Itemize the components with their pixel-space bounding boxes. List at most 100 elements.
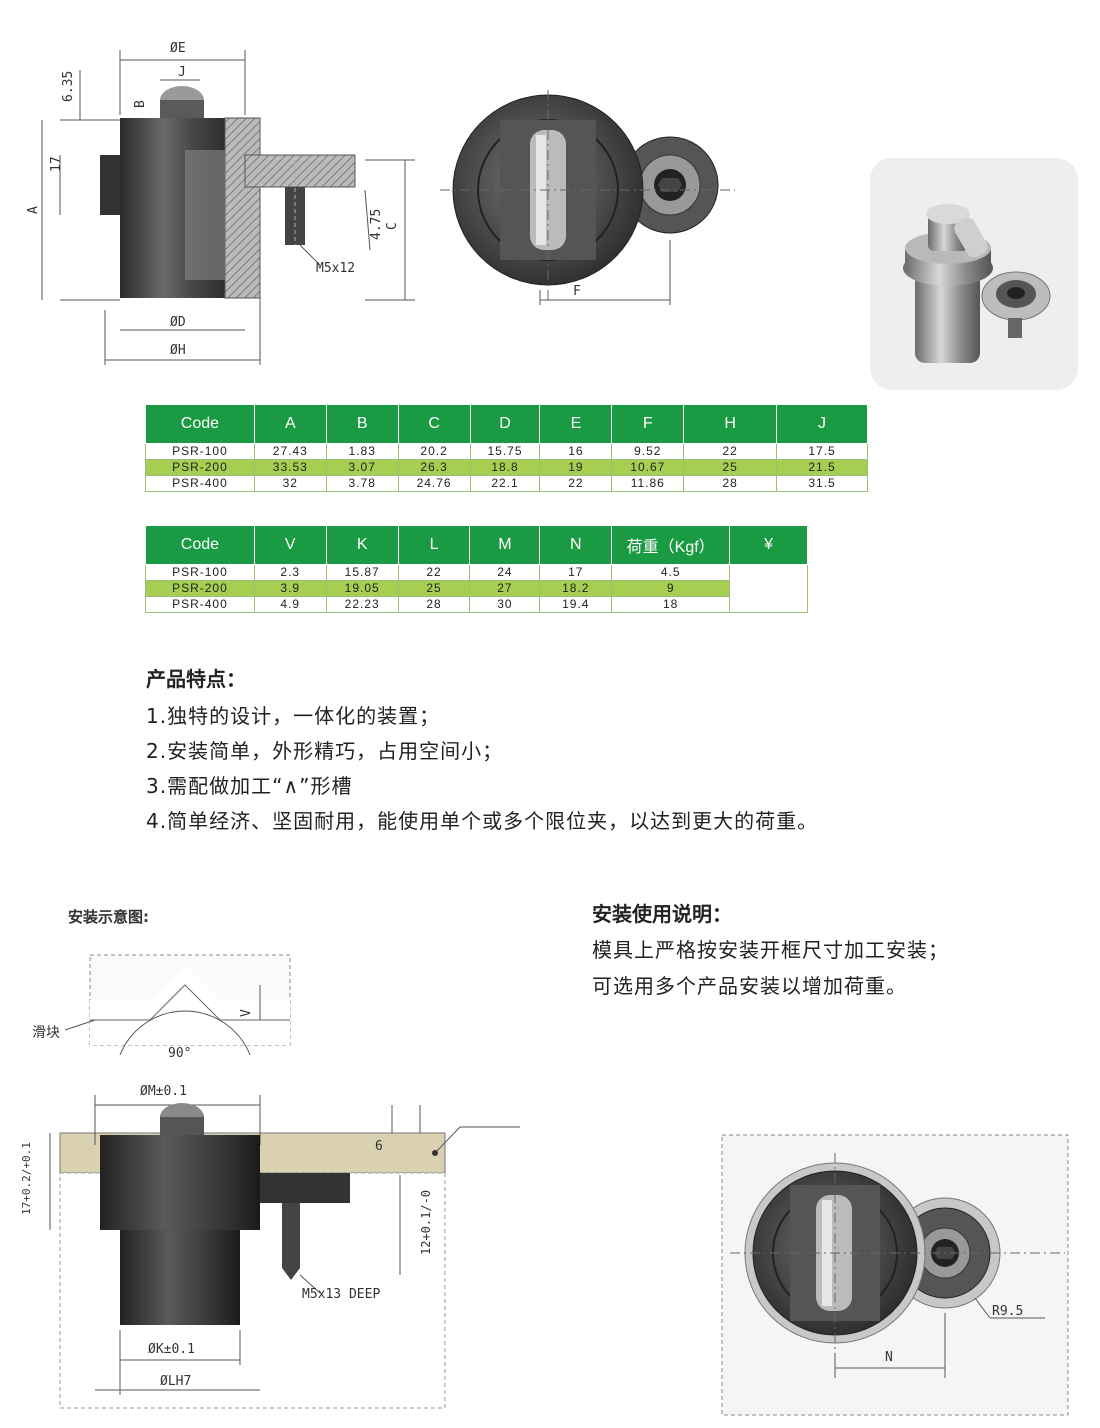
- k-label: ØK±0.1: [148, 1342, 195, 1357]
- table-cell: PSR-400: [145, 475, 255, 492]
- table-cell: 3.9: [253, 580, 327, 597]
- table-cell: 2.3: [253, 564, 327, 581]
- table-cell: 17: [539, 564, 613, 581]
- table-cell: 30: [469, 596, 541, 613]
- table2-header: L: [397, 525, 471, 565]
- feature-item: 1.独特的设计，一体化的装置；: [146, 704, 441, 728]
- table-cell: 21.5: [776, 459, 868, 476]
- top-view-drawing: F: [440, 90, 735, 305]
- table1-header: E: [539, 404, 613, 444]
- table-cell: PSR-100: [145, 564, 255, 581]
- table2-header: M: [469, 525, 541, 565]
- v-label: V: [239, 1009, 254, 1017]
- feature-item: 2.安装简单，外形精巧，占用空间小；: [146, 739, 504, 763]
- table1-header: J: [776, 404, 868, 444]
- table-cell: PSR-200: [145, 580, 255, 597]
- table-cell: 9: [611, 580, 731, 597]
- table-cell: PSR-100: [145, 443, 255, 460]
- dim-475: 4.75: [369, 209, 384, 240]
- table-cell: 28: [683, 475, 778, 492]
- table-cell: 18.8: [469, 459, 541, 476]
- schematic-title: 安装示意图:: [68, 908, 149, 926]
- h17-label: 17+0.2/+0.1: [20, 1142, 33, 1215]
- table-cell: 9.52: [611, 443, 685, 460]
- table-cell: 19: [539, 459, 613, 476]
- dim-E: ØE: [170, 41, 186, 56]
- m5-label: M5x13 DEEP: [302, 1287, 380, 1302]
- table-row: PSR-400 4.9 22.23 28 30 19.4 18: [145, 596, 808, 613]
- table-cell: 24.76: [397, 475, 471, 492]
- dim-17: 17: [49, 156, 64, 172]
- table2-header: ¥: [729, 525, 808, 565]
- table-cell: 22: [539, 475, 613, 492]
- table-cell: 22: [397, 564, 471, 581]
- table2-header: 荷重（Kgf）: [611, 525, 731, 565]
- table1-header: Code: [145, 404, 255, 444]
- table1-header: B: [325, 404, 399, 444]
- table-cell: 1.83: [325, 443, 399, 460]
- table-cell: 17.5: [776, 443, 868, 460]
- table1-header-row: Code A B C D E F H J: [145, 404, 868, 444]
- table-cell: PSR-200: [145, 459, 255, 476]
- dim-A: A: [26, 206, 41, 214]
- table-cell: 28: [397, 596, 471, 613]
- table-cell: 27.43: [253, 443, 327, 460]
- dim-B: B: [133, 100, 148, 108]
- table2-header: V: [253, 525, 327, 565]
- table1-header: H: [683, 404, 778, 444]
- table2-header: Code: [145, 525, 255, 565]
- table-cell: 3.07: [325, 459, 399, 476]
- installed-top-view: N R9.5: [721, 1134, 1069, 1416]
- table-cell: 25: [683, 459, 778, 476]
- spec-table-2: Code V K L M N 荷重（Kgf） ¥ PSR-100 2.3 15.…: [145, 525, 808, 613]
- slider-label: 滑块: [32, 1024, 60, 1041]
- table-row: PSR-100 27.43 1.83 20.2 15.75 16 9.52 22…: [145, 443, 868, 460]
- table-cell: 16: [539, 443, 613, 460]
- table-cell: 33.53: [253, 459, 327, 476]
- h12-label: 12+0.1/-0: [419, 1190, 433, 1255]
- table-cell: 32: [253, 475, 327, 492]
- price-cell: [729, 564, 808, 613]
- table1-header: C: [397, 404, 471, 444]
- table-cell: 31.5: [776, 475, 868, 492]
- table-row: PSR-100 2.3 15.87 22 24 17 4.5: [145, 564, 808, 613]
- feature-item: 4.简单经济、坚固耐用，能使用单个或多个限位夹，以达到更大的荷重。: [146, 809, 819, 833]
- table-row: PSR-400 32 3.78 24.76 22.1 22 11.86 28 3…: [145, 475, 868, 492]
- table-cell: 22: [683, 443, 778, 460]
- table-cell: 4.5: [611, 564, 731, 581]
- spec-table-1: Code A B C D E F H J PSR-100 27.43 1.83 …: [145, 404, 868, 492]
- installation-schematic: 滑块 90° V ØM±0.1 M5x13 DEEP 6 12+0.1/-0 1…: [20, 954, 520, 1409]
- table-cell: 27: [469, 580, 541, 597]
- dim-M5: M5x12: [316, 261, 355, 276]
- features-title: 产品特点：: [146, 667, 246, 691]
- table-cell: 18.2: [539, 580, 613, 597]
- table-cell: 25: [397, 580, 471, 597]
- dim-D: ØD: [170, 315, 186, 330]
- table-cell: 3.78: [325, 475, 399, 492]
- table-cell: 19.05: [325, 580, 399, 597]
- installation-title: 安装使用说明：: [592, 902, 732, 926]
- table-cell: 15.87: [325, 564, 399, 581]
- table-row: PSR-200 33.53 3.07 26.3 18.8 19 10.67 25…: [145, 459, 868, 476]
- dim-635: 6.35: [61, 71, 76, 102]
- side-section-drawing: ØE J B 6.35 17 A 4.75 C M5x12 ØD ØH: [26, 41, 415, 365]
- table-cell: PSR-400: [145, 596, 255, 613]
- table-cell: 18: [611, 596, 731, 613]
- table-cell: 15.75: [469, 443, 541, 460]
- table2-header: N: [539, 525, 613, 565]
- table-cell: 22.23: [325, 596, 399, 613]
- feature-item: 3.需配做加工“∧”形槽: [146, 774, 353, 798]
- table-cell: 26.3: [397, 459, 471, 476]
- n-label: N: [885, 1350, 893, 1365]
- table-cell: 24: [469, 564, 541, 581]
- dim-F: F: [573, 284, 581, 299]
- dim-C: C: [385, 222, 400, 230]
- dim-J: J: [178, 65, 186, 80]
- table1-header: D: [469, 404, 541, 444]
- table1-header: A: [253, 404, 327, 444]
- product-photo: [870, 158, 1078, 390]
- m-label: ØM±0.1: [140, 1084, 187, 1099]
- table-row: PSR-200 3.9 19.05 25 27 18.2 9: [145, 580, 808, 597]
- installation-item: 可选用多个产品安装以增加荷重。: [592, 974, 907, 998]
- r-label: R9.5: [992, 1304, 1023, 1319]
